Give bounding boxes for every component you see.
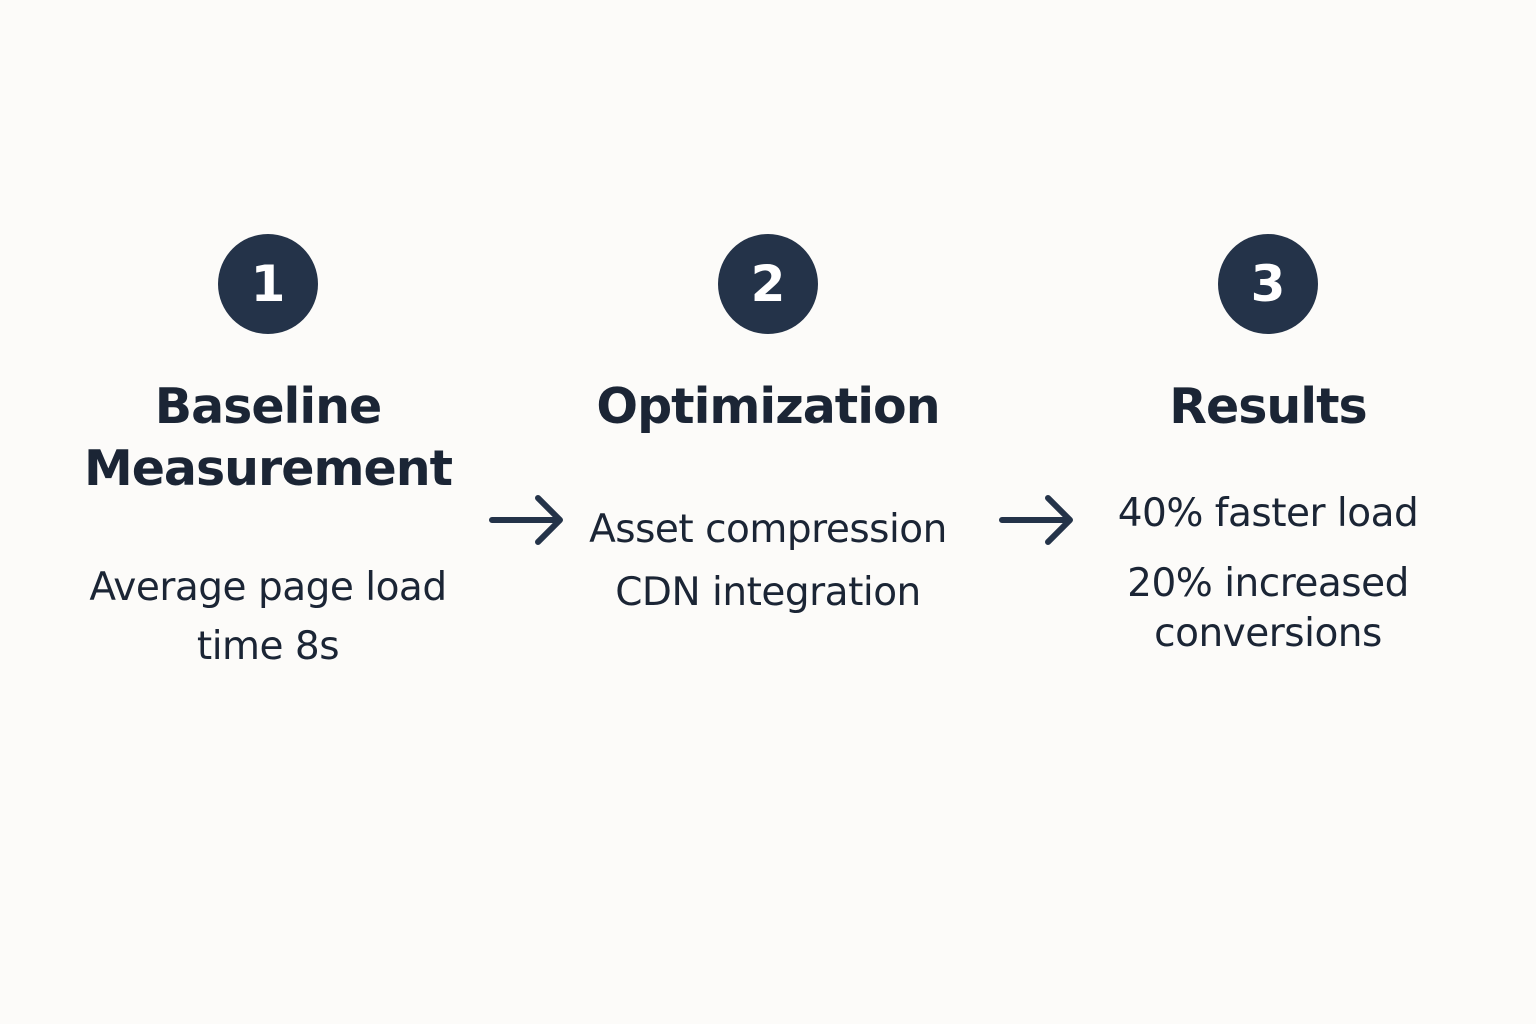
step-baseline-measurement: 1 Baseline Measurement Average page load… — [68, 234, 468, 676]
step-number: 3 — [1250, 255, 1286, 313]
step-detail-line: Asset compression — [589, 507, 947, 552]
step-detail-line: 20% increased — [1127, 561, 1409, 606]
step-detail-line: CDN integration — [615, 570, 921, 615]
step-number-badge: 3 — [1218, 234, 1318, 334]
step-title-line: Optimization — [596, 378, 940, 435]
arrow-right-icon — [489, 495, 563, 545]
step-results: 3 Results 40% faster load 20% increased … — [1068, 234, 1468, 659]
arrow-right-icon — [999, 495, 1073, 545]
step-number-badge: 1 — [218, 234, 318, 334]
step-title: Baseline Measurement — [68, 376, 468, 500]
step-number: 1 — [250, 255, 286, 313]
step-title-line: Results — [1169, 378, 1367, 435]
step-title: Optimization — [568, 376, 968, 438]
step-details: 40% faster load 20% increased conversion… — [1068, 484, 1468, 659]
step-detail-line: Average page load — [89, 565, 447, 610]
step-title: Results — [1068, 376, 1468, 438]
step-detail-line: conversions — [1154, 611, 1382, 656]
step-detail-line: time 8s — [196, 624, 340, 669]
step-number: 2 — [750, 255, 786, 313]
step-details: Asset compression CDN integration — [568, 498, 968, 624]
step-detail-line: 40% faster load — [1117, 491, 1419, 536]
step-title-line: Measurement — [83, 440, 453, 497]
step-number-badge: 2 — [718, 234, 818, 334]
step-title-line: Baseline — [154, 378, 383, 435]
step-details: Average page load time 8s — [68, 558, 468, 676]
step-optimization: 2 Optimization Asset compression CDN int… — [568, 234, 968, 624]
